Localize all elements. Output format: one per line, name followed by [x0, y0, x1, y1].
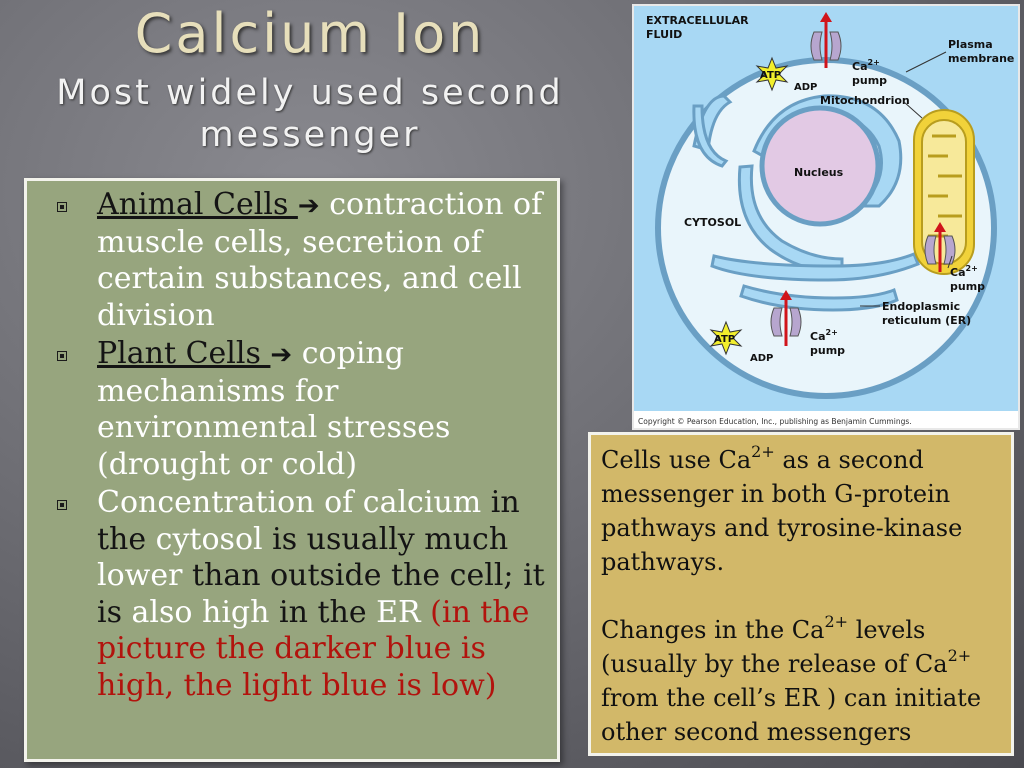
- paragraph-gap: [601, 579, 1001, 613]
- mitochondrion-label: Mitochondrion: [820, 94, 910, 107]
- atp-label-er: ATP: [714, 334, 735, 345]
- cell-diagram-svg: ATP ADP ATP ADP EXTRACELLULAR FLUID Plas…: [634, 6, 1018, 426]
- fluid-label: FLUID: [646, 28, 682, 41]
- concentration-part-4: is usually much: [262, 521, 509, 557]
- info-p2-sup: 2+: [824, 612, 849, 631]
- info-p2-part-a: Changes in the Ca: [601, 616, 825, 644]
- calcium-messenger-info-box: Cells use Ca2+ as a second messenger in …: [588, 432, 1014, 756]
- pump-er: [770, 290, 802, 346]
- pump-mitochondrion: [924, 222, 956, 272]
- reticulum-label: reticulum (ER): [882, 314, 971, 327]
- concentration-part-3: cytosol: [146, 521, 263, 557]
- membrane-label: membrane: [948, 52, 1014, 65]
- calcium-pump-cell-diagram: ATP ADP ATP ADP EXTRACELLULAR FLUID Plas…: [632, 4, 1020, 430]
- animal-plant-bullets-box: Animal Cells ➔ contraction of muscle cel…: [24, 178, 560, 762]
- concentration-part-8: in the: [269, 594, 367, 630]
- copyright-text: Copyright © Pearson Education, Inc., pub…: [638, 417, 912, 426]
- info-p2-part-b: levels (usually by the release of Ca: [601, 616, 948, 678]
- concentration-part-10: (in the picture the darker blue is high,…: [97, 594, 530, 703]
- ca-pump-er-pump: pump: [810, 344, 845, 357]
- info-p2-part-c: from the cell’s ER ) can initiate other …: [601, 684, 982, 746]
- nucleus-label: Nucleus: [794, 166, 844, 179]
- ca-pump-top-pump: pump: [852, 74, 887, 87]
- nucleus-shape: [759, 105, 881, 227]
- animal-cells-label: Animal Cells: [97, 187, 298, 222]
- concentration-part-5: lower: [97, 558, 183, 593]
- adp-label-top: ADP: [794, 82, 817, 93]
- concentration-part-7: also high: [122, 594, 270, 630]
- adp-label-er: ADP: [750, 353, 773, 364]
- cytosol-label: CYTOSOL: [684, 216, 741, 229]
- right-arrow-icon: ➔: [297, 191, 320, 221]
- concentration-part-6: than outside the cell; it is: [97, 558, 545, 630]
- slide-title: Calcium Ion: [134, 2, 486, 65]
- animal-cells-text: contraction of muscle cells, secretion o…: [97, 187, 543, 333]
- concentration-part-1: Concentration of calcium: [97, 485, 482, 520]
- mitochondrion-shape: [913, 109, 975, 275]
- ca-pump-er-ca: Ca2+: [810, 328, 838, 343]
- bullet-plant-cells: Plant Cells ➔ coping mechanisms for envi…: [43, 336, 549, 483]
- ca-pump-top-ca: Ca2+: [852, 58, 880, 73]
- bullet-marker-icon: [57, 500, 67, 510]
- pump-plasma-membrane: [810, 12, 842, 68]
- info-p1-part-b: as a second messenger in both G-protein …: [601, 446, 963, 576]
- concentration-part-2: in the: [97, 485, 520, 557]
- plasma-label: Plasma: [948, 38, 993, 51]
- info-p2-sup-2: 2+: [947, 646, 972, 665]
- info-p1-sup: 2+: [751, 442, 775, 461]
- plant-cells-text: coping mechanisms for environmental stre…: [97, 336, 451, 482]
- ca-pump-mito-pump: pump: [950, 280, 985, 293]
- bullet-list: Animal Cells ➔ contraction of muscle cel…: [27, 181, 557, 704]
- atp-label-top: ATP: [760, 70, 781, 81]
- leader-lines: [860, 51, 953, 307]
- bullet-animal-cells: Animal Cells ➔ contraction of muscle cel…: [43, 187, 549, 334]
- bullet-marker-icon: [57, 351, 67, 361]
- plant-cells-label: Plant Cells: [97, 336, 271, 371]
- info-paragraph-2: Changes in the Ca2+ levels (usually by t…: [601, 613, 1001, 749]
- bullet-marker-icon: [57, 202, 67, 212]
- info-paragraph-1: Cells use Ca2+ as a second messenger in …: [601, 443, 1001, 579]
- slide-subtitle: Most widely used second messenger: [56, 73, 564, 155]
- info-p1-part-a: Cells use Ca: [601, 446, 752, 474]
- ca-pump-mito-ca: Ca2+: [950, 264, 978, 279]
- extracellular-label: EXTRACELLULAR: [646, 14, 749, 27]
- concentration-part-9: ER: [366, 594, 421, 630]
- right-arrow-icon: ➔: [270, 340, 293, 370]
- bullet-concentration: Concentration of calcium in the cytosol …: [43, 485, 549, 704]
- endoplasmic-label: Endoplasmic: [882, 300, 960, 313]
